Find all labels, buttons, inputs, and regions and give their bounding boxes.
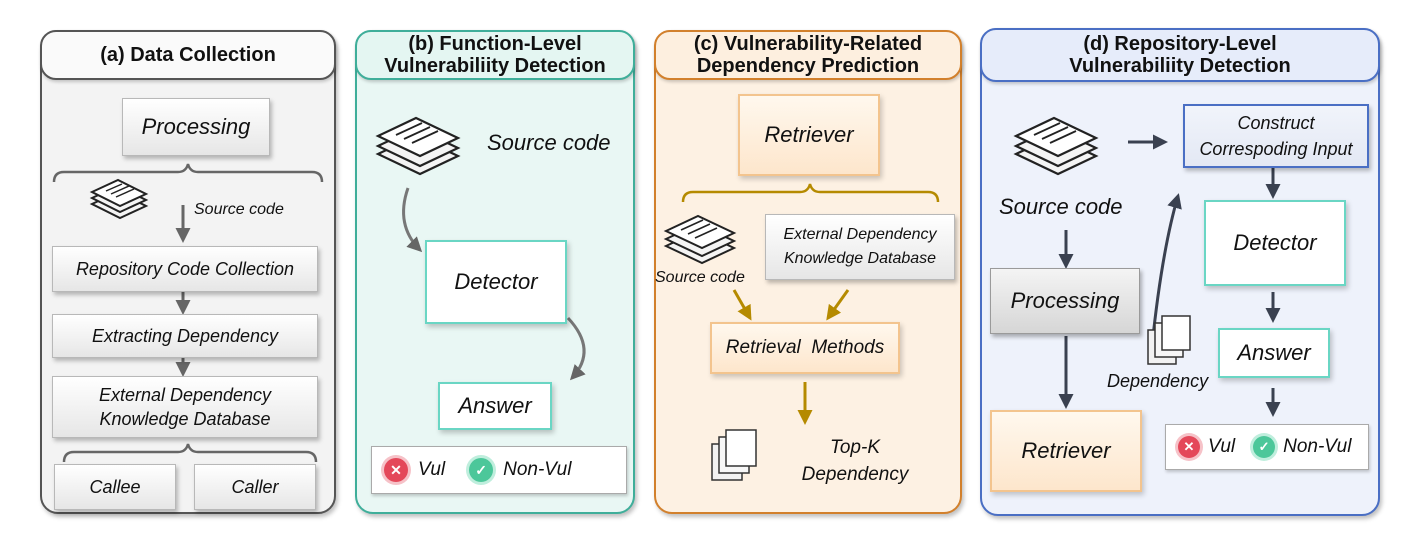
retriever-label-d: Retriever xyxy=(1021,438,1111,463)
panel-d-title-line1: (d) Repository-Level xyxy=(1083,33,1277,55)
repo-collection-label: Repository Code Collection xyxy=(75,259,295,279)
answer-label-b: Answer xyxy=(458,393,532,418)
construct-line2: Correspoding Input xyxy=(1199,139,1353,159)
topk-line2: Dependency xyxy=(801,464,909,485)
topk-line1: Top-K xyxy=(830,437,880,458)
result-box-d: ✕ Vul ✓ Non-Vul xyxy=(1165,424,1369,470)
extracting-dependency-label: Extracting Dependency xyxy=(91,326,279,346)
brace-c xyxy=(681,183,940,203)
check-circle-icon: ✓ xyxy=(469,458,494,482)
arrow-b-curve1 xyxy=(402,187,423,253)
retriever-label-c: Retriever xyxy=(764,122,854,147)
extracting-dependency-box: Extracting Dependency xyxy=(52,314,318,358)
answer-box-d: Answer xyxy=(1218,328,1330,378)
repo-collection-box: Repository Code Collection xyxy=(52,246,318,292)
answer-label-d: Answer xyxy=(1237,340,1311,365)
panel-d-title: (d) Repository-Level Vulnerabiliity Dete… xyxy=(980,28,1380,82)
detector-box-b: Detector xyxy=(425,240,567,324)
answer-box-b: Answer xyxy=(438,382,552,430)
retrieval-methods-box: Retrieval Methods xyxy=(710,322,900,374)
source-code-label-c: Source code xyxy=(655,269,745,286)
brace-a-top xyxy=(52,163,324,183)
panel-a-title: (a) Data Collection xyxy=(40,30,336,80)
doc-stack-icon-d xyxy=(1013,116,1099,176)
retrieval-methods-label: Retrieval Methods xyxy=(725,337,885,358)
detector-box-d: Detector xyxy=(1204,200,1346,286)
arrow-b-curve2 xyxy=(566,316,586,381)
arrow-c-left xyxy=(732,289,752,321)
dependency-label-d: Dependency xyxy=(1107,371,1209,391)
caller-label: Caller xyxy=(231,477,279,497)
knowledge-db-a-line2: Knowledge Database xyxy=(99,409,271,429)
knowledge-db-a-line1: External Dependency xyxy=(98,385,272,405)
nonvul-label-d: Non-Vul xyxy=(1283,436,1352,457)
construct-input-box: Construct Correspoding Input xyxy=(1183,104,1369,168)
panel-a-title-text: (a) Data Collection xyxy=(100,44,276,66)
source-code-label-d: Source code xyxy=(999,194,1123,219)
vul-label-b: Vul xyxy=(418,459,446,480)
panel-b-title-line1: (b) Function-Level xyxy=(408,33,582,55)
retriever-box-d: Retriever xyxy=(990,410,1142,492)
retriever-box-c: Retriever xyxy=(738,94,880,176)
arrow-c-right xyxy=(826,289,850,321)
processing-label-d: Processing xyxy=(1010,288,1120,313)
panel-c-title-line1: (c) Vulnerability-Related xyxy=(693,33,923,55)
knowledge-db-c-line2: Knowledge Database xyxy=(783,250,937,267)
brace-a-bottom xyxy=(62,443,318,463)
panel-c-title: (c) Vulnerability-Related Dependency Pre… xyxy=(654,30,962,80)
detector-label-b: Detector xyxy=(454,269,538,294)
vul-label-d: Vul xyxy=(1208,436,1236,457)
nonvul-label-b: Non-Vul xyxy=(503,459,572,480)
processing-box-d: Processing xyxy=(990,268,1140,334)
knowledge-db-box-c: External Dependency Knowledge Database xyxy=(765,214,955,280)
callee-box: Callee xyxy=(54,464,176,510)
pages-icon-d xyxy=(1147,315,1191,365)
processing-box-a: Processing xyxy=(122,98,270,156)
doc-stack-icon-b xyxy=(375,116,461,176)
panel-c-title-line2: Dependency Prediction xyxy=(696,55,920,77)
callee-label: Callee xyxy=(89,477,141,497)
panel-d-title-line2: Vulnerabiliity Detection xyxy=(1069,55,1291,77)
pages-icon-c xyxy=(711,429,757,481)
doc-stack-icon-a xyxy=(89,178,149,220)
x-circle-icon: ✕ xyxy=(384,458,408,482)
doc-stack-icon-c xyxy=(663,214,737,265)
result-box-b: ✕ Vul ✓ Non-Vul xyxy=(371,446,627,494)
panel-b-title: (b) Function-Level Vulnerabiliity Detect… xyxy=(355,30,635,80)
knowledge-db-c-line1: External Dependency xyxy=(783,226,937,243)
detector-label-d: Detector xyxy=(1233,230,1317,255)
x-circle-icon: ✕ xyxy=(1178,436,1200,458)
source-code-label-a: Source code xyxy=(194,201,284,218)
panel-b-title-line2: Vulnerabiliity Detection xyxy=(384,55,606,77)
processing-label-a: Processing xyxy=(141,114,251,139)
caller-box: Caller xyxy=(194,464,316,510)
check-circle-icon: ✓ xyxy=(1253,436,1276,458)
knowledge-db-box-a: External Dependency Knowledge Database xyxy=(52,376,318,438)
construct-line1: Construct xyxy=(1237,113,1315,133)
topk-label: Top-K Dependency xyxy=(790,434,920,488)
source-code-label-b: Source code xyxy=(487,130,611,155)
